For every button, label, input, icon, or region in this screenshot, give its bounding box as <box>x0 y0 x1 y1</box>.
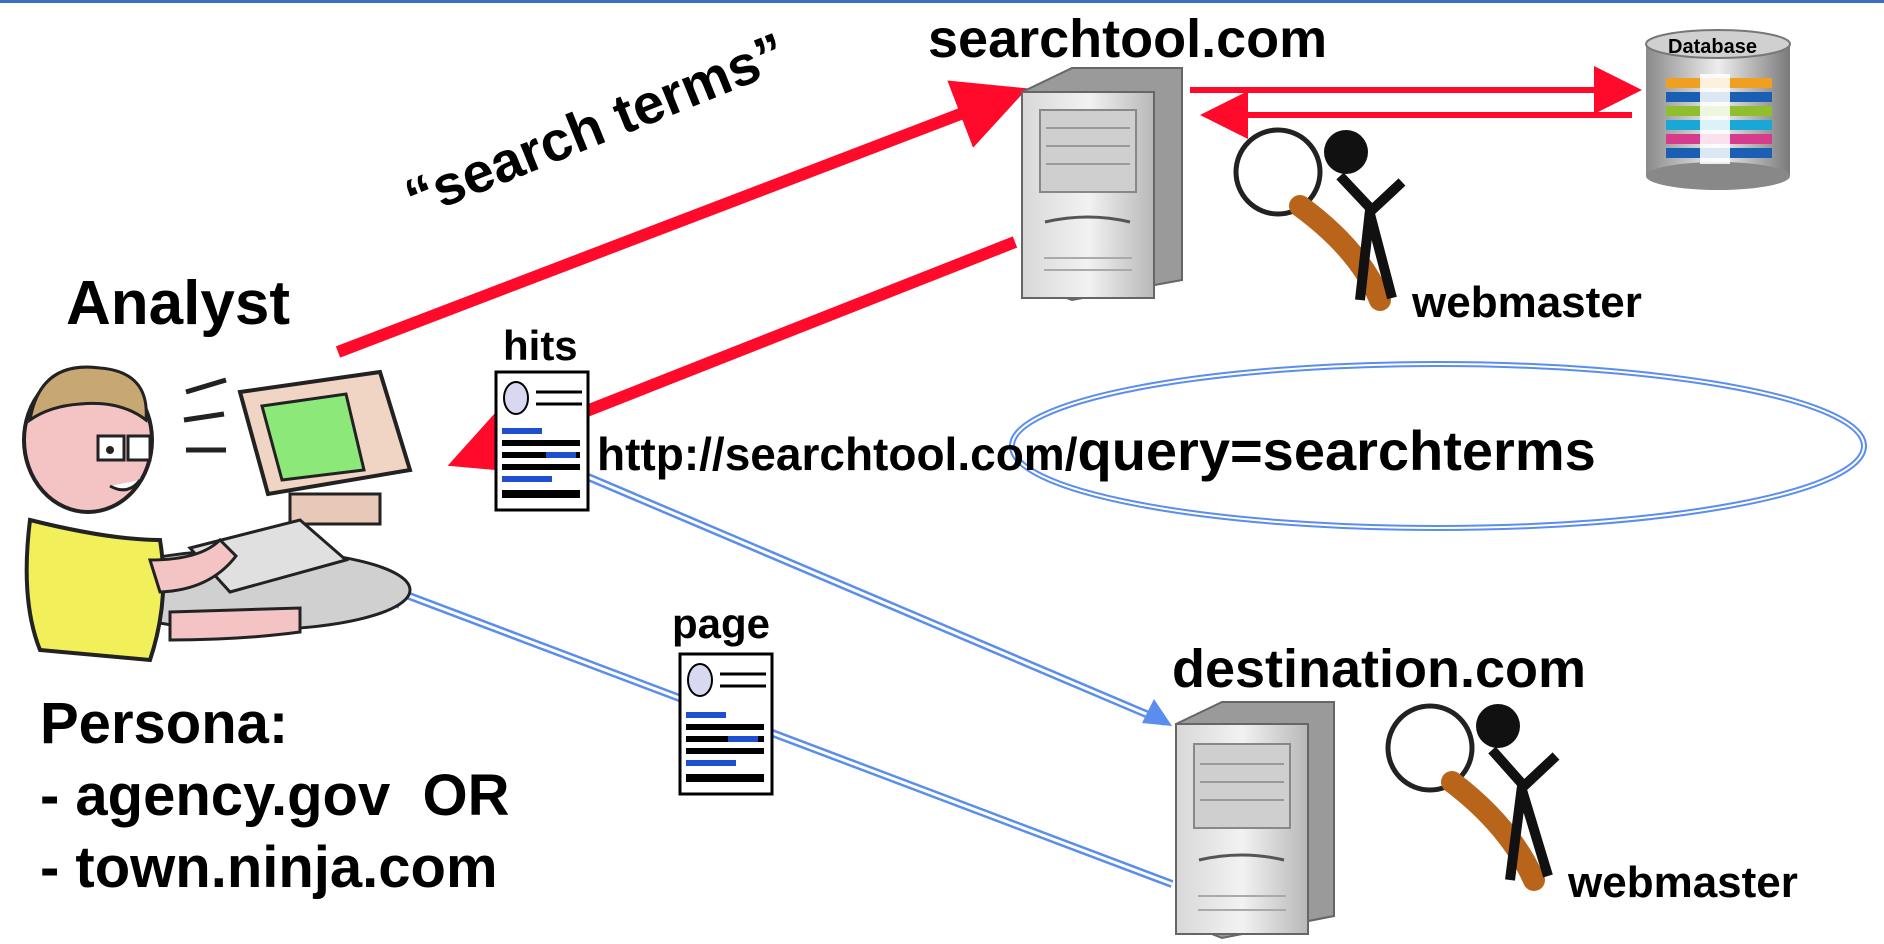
hits-document-icon <box>494 370 590 512</box>
searchtool-label: searchtool.com <box>928 9 1328 69</box>
persona-heading: Persona: <box>40 691 289 756</box>
page-document-icon <box>678 652 774 796</box>
query-url: http://searchtool.com/query=searchterms <box>597 418 1596 483</box>
persona-line-2: - town.ninja.com <box>40 835 498 900</box>
webmaster-top-label: webmaster <box>1412 278 1642 327</box>
webmaster-top-icon <box>1233 127 1406 311</box>
click-through-arrow <box>546 456 1172 726</box>
search-terms-arrow <box>335 80 1028 358</box>
analyst-computer-icon <box>22 365 413 663</box>
persona-line-1: - agency.gov OR <box>40 763 510 828</box>
searchtool-server-icon <box>1021 67 1183 302</box>
query-highlight-ellipse <box>1009 361 1867 531</box>
page-label: page <box>672 600 771 647</box>
webmaster-bottom-icon <box>1385 703 1560 891</box>
database-label: Database <box>1668 36 1757 58</box>
url-prefix: http://searchtool.com/ <box>597 428 1078 480</box>
destination-label: destination.com <box>1172 639 1587 699</box>
destination-server-icon <box>1175 701 1335 940</box>
top-rule <box>0 0 1884 3</box>
url-query: query=searchterms <box>1077 419 1596 482</box>
persona-block: Persona: - agency.gov OR - town.ninja.co… <box>40 688 509 904</box>
webmaster-bottom-label: webmaster <box>1568 858 1798 907</box>
hits-label: hits <box>503 322 578 369</box>
analyst-label: Analyst <box>66 269 290 338</box>
database-icon <box>1645 29 1791 190</box>
